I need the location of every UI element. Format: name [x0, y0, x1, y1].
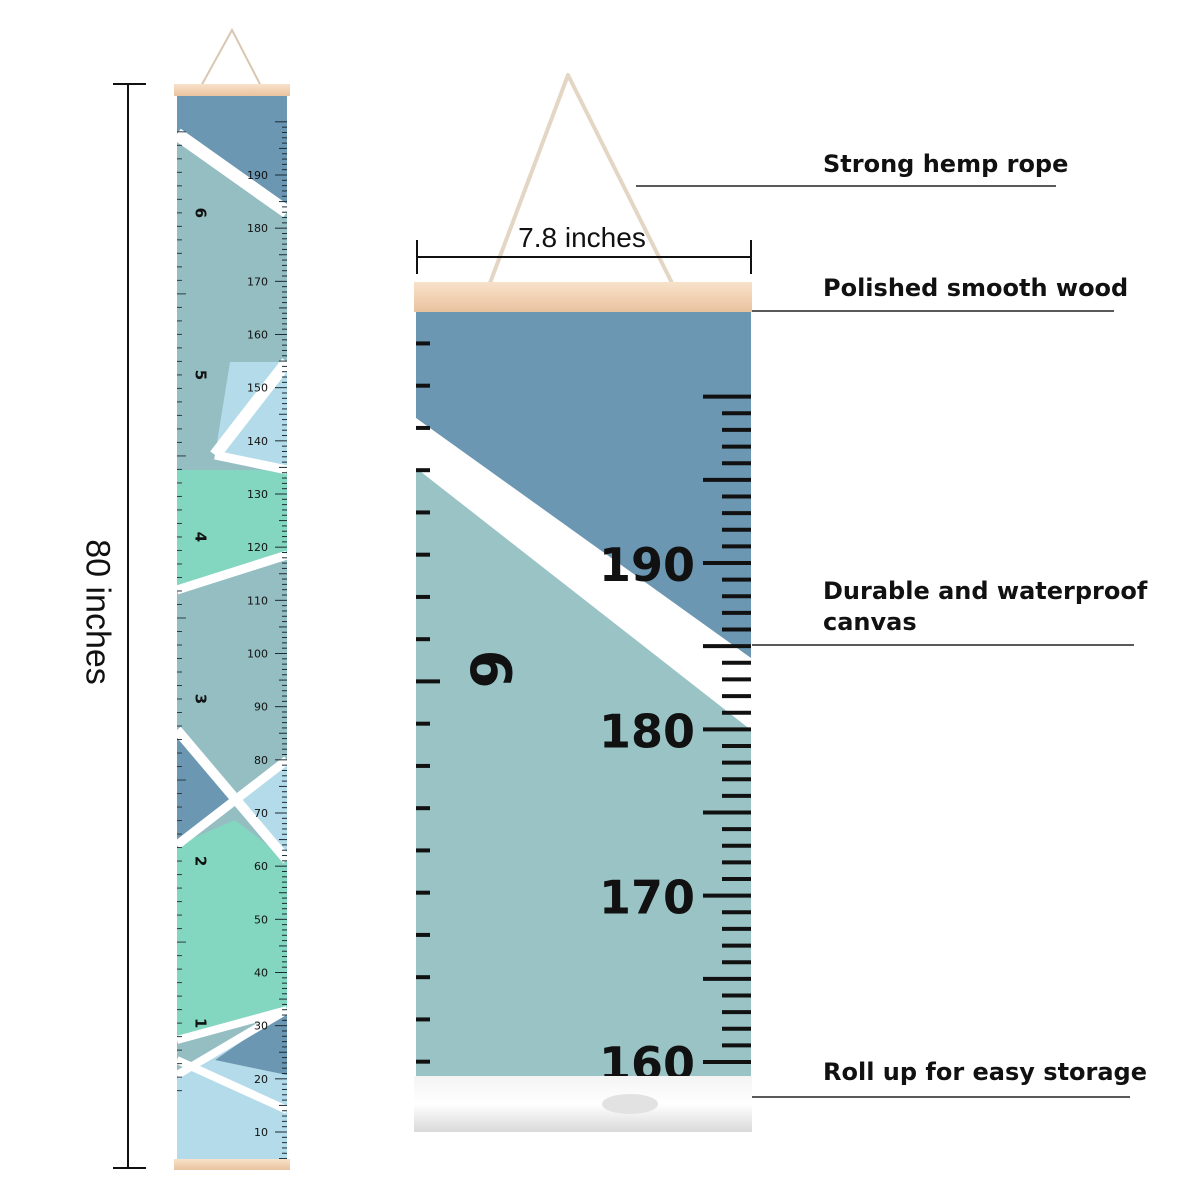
bottom-wooden-hanger	[174, 1159, 290, 1170]
zoomed-chart-feet-label: 6	[457, 650, 522, 689]
cm-label: 30	[254, 1020, 268, 1033]
feet-label: 5	[192, 370, 210, 380]
full-height-chart: 10 20 30 40 50 60 70 80 90 100 110 120 130 140 150 160 1…	[174, 27, 290, 1170]
rolled-bottom	[414, 1076, 752, 1132]
width-label: 7.8 inches	[518, 222, 646, 253]
feet-label: 3	[192, 694, 210, 704]
small-chart-feet-labels: 1 2 3 4 5 6	[177, 131, 210, 1092]
cm-label: 150	[247, 382, 268, 395]
small-chart-ruler	[275, 121, 287, 1160]
cm-label: 110	[247, 594, 268, 607]
small-chart-cm-labels: 10 20 30 40 50 60 70 80 90 100 110 120 130 140 150 160 1…	[247, 169, 268, 1139]
cm-label: 160	[599, 1037, 695, 1091]
callout-roll: Roll up for easy storage	[823, 1058, 1148, 1086]
hanging-rope	[199, 27, 263, 89]
cm-label: 100	[247, 648, 268, 661]
height-dimension-line	[113, 83, 146, 1169]
zoomed-chart-canvas: 160 170 180 190 6	[416, 312, 751, 1091]
top-wooden-hanger	[174, 84, 290, 96]
callout-rope: Strong hemp rope	[823, 150, 1069, 178]
cm-label: 130	[247, 488, 268, 501]
width-dimension-line	[416, 240, 752, 274]
callout-canvas: Durable and waterproof canvas	[823, 577, 1148, 636]
cm-label: 190	[599, 538, 695, 592]
cm-label: 70	[254, 807, 268, 820]
top-wooden-rod	[414, 282, 752, 312]
feet-label: 1	[192, 1018, 210, 1028]
cm-label: 60	[254, 860, 268, 873]
cm-label: 170	[247, 275, 268, 288]
cm-label: 40	[254, 967, 268, 980]
cm-label: 120	[247, 541, 268, 554]
callout-lines	[636, 185, 1134, 1098]
cm-label: 90	[254, 701, 268, 714]
zoomed-chart: 160 170 180 190 6	[414, 73, 752, 1132]
cm-label: 80	[254, 754, 268, 767]
feet-label: 4	[192, 532, 210, 542]
cm-label: 10	[254, 1126, 268, 1139]
cm-label: 190	[247, 169, 268, 182]
height-label: 80 inches	[78, 539, 117, 685]
callout-wood: Polished smooth wood	[823, 274, 1129, 302]
zoomed-chart-ruler	[416, 341, 751, 1064]
cm-label: 180	[247, 222, 268, 235]
hanging-rope-zoomed	[488, 73, 674, 284]
cm-label: 20	[254, 1073, 268, 1086]
small-chart-canvas: 10 20 30 40 50 60 70 80 90 100 110 120 130 140 150 160 1…	[177, 94, 287, 1160]
cm-label: 170	[599, 871, 695, 925]
feet-label: 6	[192, 208, 210, 218]
cm-label: 180	[599, 704, 695, 758]
feet-label: 2	[192, 856, 210, 866]
cm-label: 140	[247, 435, 268, 448]
cm-label: 160	[247, 329, 268, 342]
cm-label: 50	[254, 913, 268, 926]
zoomed-chart-cm-labels: 160 170 180 190	[599, 538, 695, 1091]
